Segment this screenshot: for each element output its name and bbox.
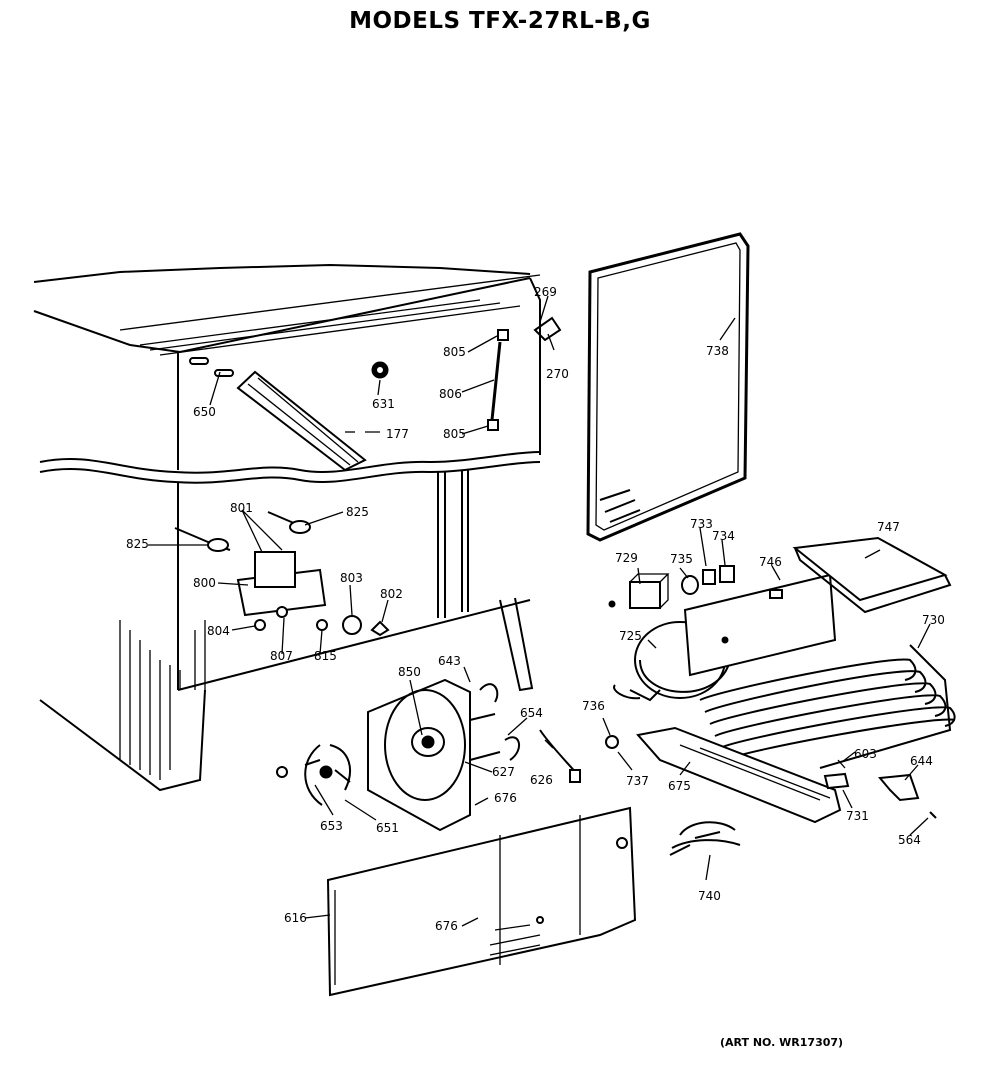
callout-734: 734 — [712, 529, 735, 543]
callout-675: 675 — [668, 779, 691, 793]
callout-676-right: 676 — [494, 791, 517, 805]
callout-650: 650 — [193, 405, 216, 419]
callout-631: 631 — [372, 397, 395, 411]
callout-643: 643 — [438, 654, 461, 668]
access-cover-616 — [326, 806, 637, 997]
callout-801: 801 — [230, 501, 253, 515]
callout-747: 747 — [877, 520, 900, 534]
callout-627: 627 — [492, 765, 515, 779]
callout-270: 270 — [546, 367, 569, 381]
callouts: 269 270 805 806 805 631 650 177 738 801 … — [126, 285, 945, 933]
callout-825-left: 825 — [126, 537, 149, 551]
callout-564: 564 — [898, 833, 921, 847]
leader-lines — [148, 295, 931, 927]
callout-644: 644 — [910, 754, 933, 768]
callout-626: 626 — [530, 773, 553, 787]
callout-736: 736 — [582, 699, 605, 713]
gasket-738 — [586, 232, 750, 542]
callout-737: 737 — [626, 774, 649, 788]
callout-740: 740 — [698, 889, 721, 903]
callout-802: 802 — [380, 587, 403, 601]
small-parts-right — [669, 759, 937, 856]
fan-blade-651 — [276, 744, 351, 806]
callout-805-top: 805 — [443, 345, 466, 359]
hinge-parts — [345, 316, 562, 433]
callout-807: 807 — [270, 649, 293, 663]
callout-815: 815 — [314, 649, 337, 663]
callout-806: 806 — [439, 387, 462, 401]
callout-731: 731 — [846, 809, 869, 823]
page-title: MODELS TFX-27RL-B,G — [349, 8, 651, 34]
cabinet — [33, 263, 541, 792]
callout-676-cover: 676 — [435, 919, 458, 933]
callout-803: 803 — [340, 571, 363, 585]
base-plate-675 — [605, 726, 842, 824]
control-assembly-800 — [174, 511, 390, 637]
callout-733: 733 — [690, 517, 713, 531]
drain-pan-747 — [792, 536, 952, 614]
callout-738: 738 — [706, 344, 729, 358]
condenser-730 — [699, 644, 956, 769]
callout-269: 269 — [534, 285, 557, 299]
callout-730: 730 — [922, 613, 945, 627]
callout-805-bottom: 805 — [443, 427, 466, 441]
callout-800: 800 — [193, 576, 216, 590]
callout-735: 735 — [670, 552, 693, 566]
compressor-725 — [613, 573, 837, 702]
callout-825-right: 825 — [346, 505, 369, 519]
callout-729: 729 — [615, 551, 638, 565]
callout-603: 603 — [854, 747, 877, 761]
callout-654: 654 — [520, 706, 543, 720]
callout-804: 804 — [207, 624, 230, 638]
callout-653: 653 — [320, 819, 343, 833]
art-number: (ART NO. WR17307) — [720, 1036, 844, 1049]
fan-assembly-850 — [367, 678, 581, 832]
callout-651: 651 — [376, 821, 399, 835]
callout-616: 616 — [284, 911, 307, 925]
callout-746: 746 — [759, 555, 782, 569]
callout-177: 177 — [386, 427, 409, 441]
callout-725: 725 — [619, 629, 642, 643]
relay-overload — [608, 565, 735, 609]
callout-850: 850 — [398, 665, 421, 679]
